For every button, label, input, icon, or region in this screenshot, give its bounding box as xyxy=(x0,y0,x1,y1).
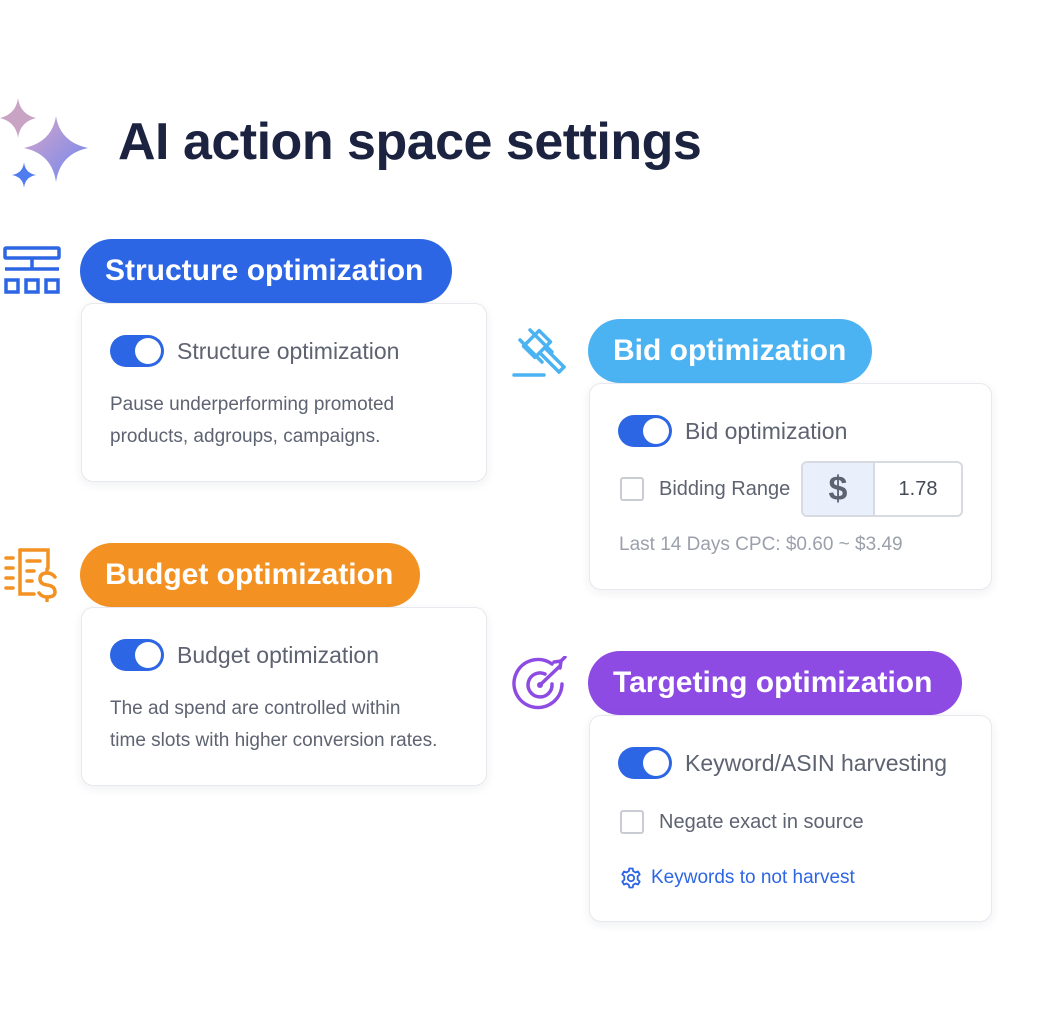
bid-toggle[interactable] xyxy=(618,415,672,447)
structure-description: Pause underperforming promoted products,… xyxy=(110,389,394,453)
budget-description-line2: time slots with higher conversion rates. xyxy=(110,730,438,751)
cpc-note: Last 14 Days CPC: $0.60 ~ $3.49 xyxy=(619,534,903,555)
targeting-card: Keyword/ASIN harvesting Negate exact in … xyxy=(589,715,992,922)
keywords-not-harvest-link[interactable]: Keywords to not harvest xyxy=(651,867,855,888)
harvesting-toggle-label: Keyword/ASIN harvesting xyxy=(685,750,948,776)
bid-toggle-label: Bid optimization xyxy=(685,418,848,444)
budget-heading: Budget optimization xyxy=(80,543,420,607)
bid-card: Bid optimization Bidding Range $ 1.78 La… xyxy=(589,383,992,590)
structure-heading: Structure optimization xyxy=(80,239,452,303)
budget-toggle-label: Budget optimization xyxy=(177,642,380,668)
bidding-range-checkbox[interactable] xyxy=(620,477,644,501)
structure-toggle-label: Structure optimization xyxy=(177,338,400,364)
structure-description-line1: Pause underperforming promoted xyxy=(110,394,395,415)
page-title: AI action space settings xyxy=(118,113,702,171)
negate-exact-label: Negate exact in source xyxy=(659,811,864,833)
structure-description-line2: products, adgroups, campaigns. xyxy=(110,426,381,447)
invoice-dollar-icon xyxy=(4,548,57,602)
budget-card: Budget optimization The ad spend are con… xyxy=(81,607,487,786)
gear-icon[interactable] xyxy=(619,866,643,890)
bid-value[interactable]: 1.78 xyxy=(898,477,938,500)
bid-heading: Bid optimization xyxy=(588,319,872,383)
budget-toggle[interactable] xyxy=(110,639,164,671)
bidding-range-label: Bidding Range xyxy=(659,478,791,500)
currency-prefix: $ xyxy=(803,463,875,515)
bid-amount-input[interactable]: $ 1.78 xyxy=(801,461,963,517)
structure-card: Structure optimization Pause underperfor… xyxy=(81,303,487,482)
gavel-icon xyxy=(512,328,566,377)
targeting-heading: Targeting optimization xyxy=(588,651,962,715)
sitemap-icon xyxy=(3,246,61,294)
sparkle-icon xyxy=(0,98,88,188)
negate-exact-checkbox[interactable] xyxy=(620,810,644,834)
harvesting-toggle[interactable] xyxy=(618,747,672,779)
structure-toggle[interactable] xyxy=(110,335,164,367)
budget-description: The ad spend are controlled within time … xyxy=(110,693,437,757)
budget-description-line1: The ad spend are controlled within xyxy=(110,698,401,719)
target-icon xyxy=(512,656,567,710)
